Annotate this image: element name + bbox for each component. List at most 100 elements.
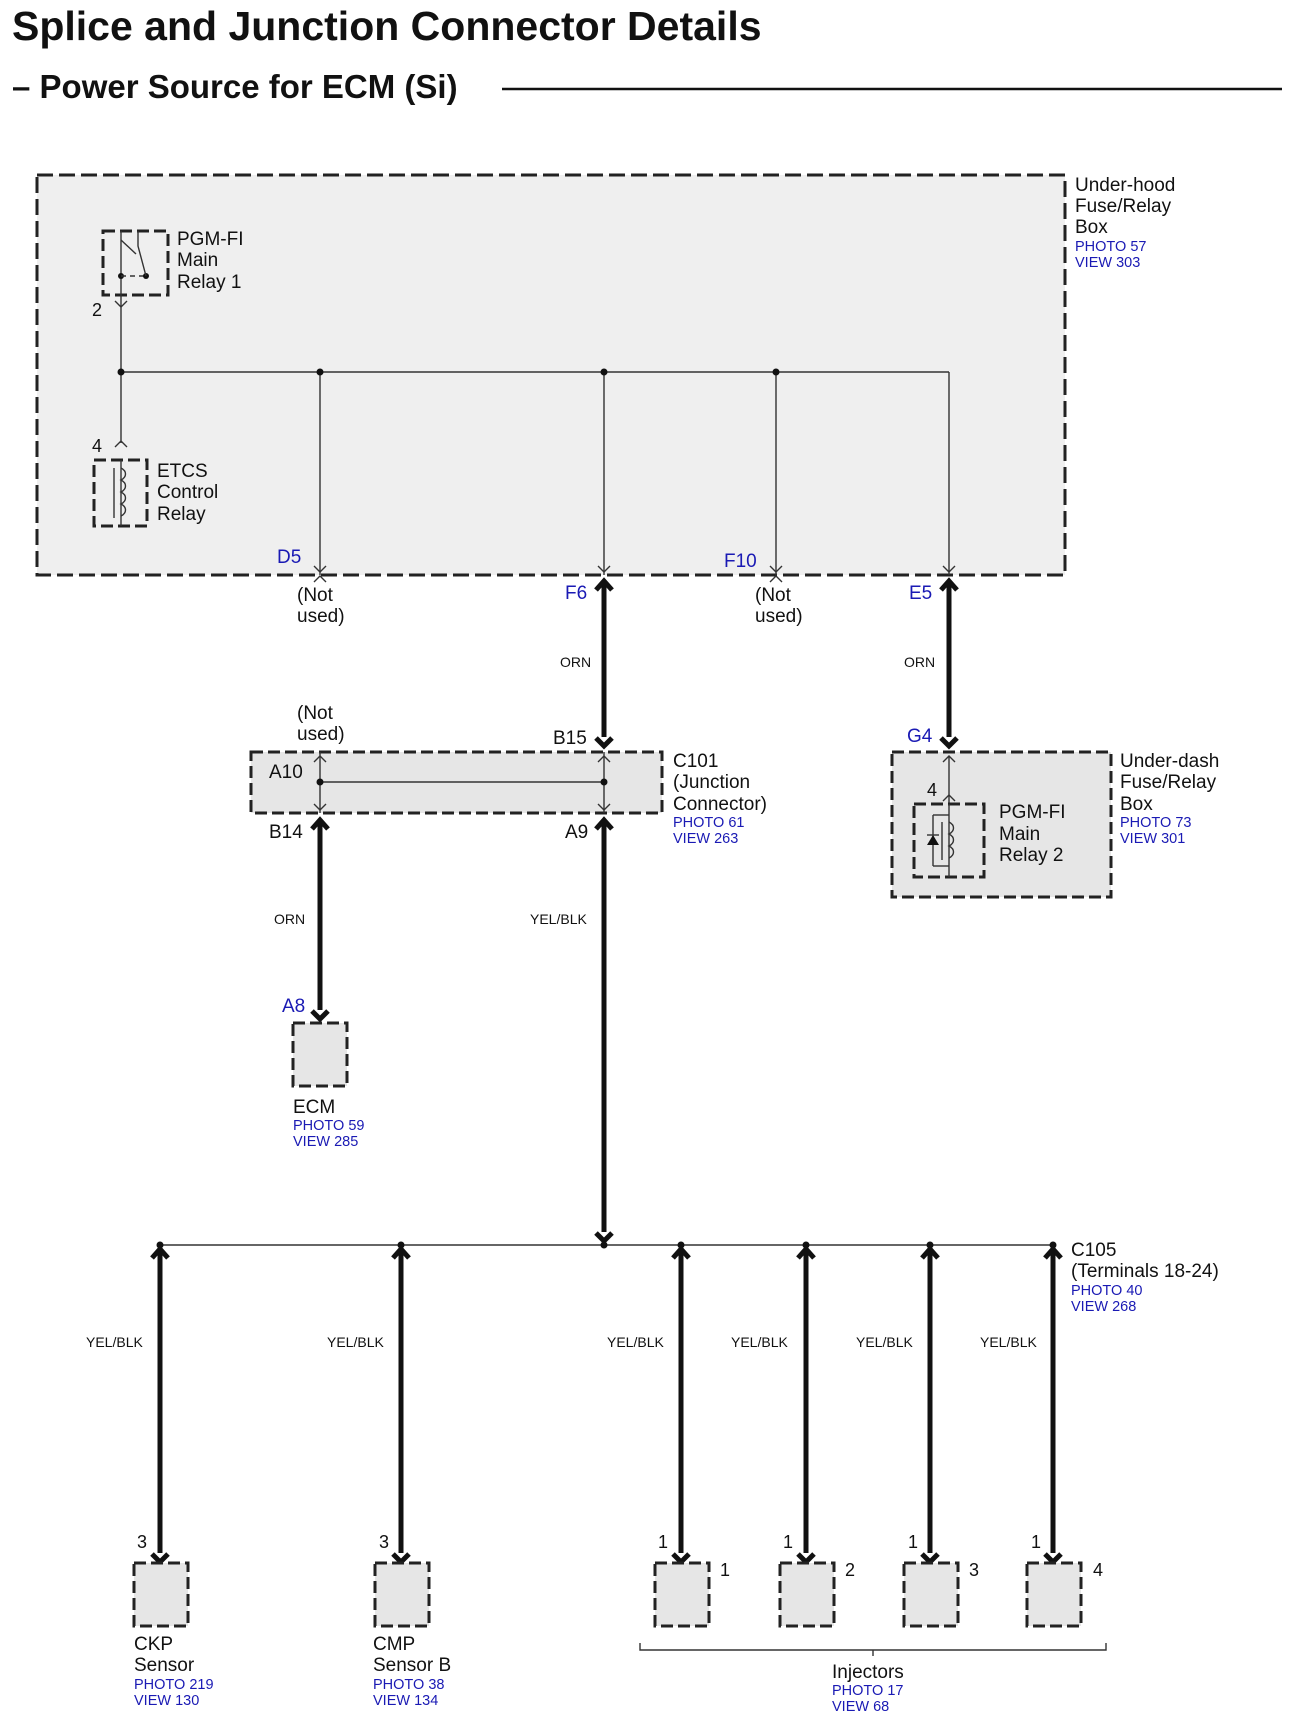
c105-view-link[interactable]: VIEW 268 [1071, 1299, 1136, 1315]
svg-text:used): used) [297, 606, 345, 627]
e5-terminal [939, 577, 959, 592]
ckp-sensor-label: CKP Sensor PHOTO 219 VIEW 130 [134, 1634, 214, 1709]
branch-injector-2 [796, 1245, 816, 1566]
main-relay-1-label: PGM-FI Main Relay 1 [177, 229, 244, 293]
underhood-box-label: Under-hood Fuse/Relay Box PHOTO 57 VIEW … [1075, 175, 1175, 271]
injectors-label: Injectors PHOTO 17 VIEW 68 [832, 1662, 904, 1715]
wire-color-b14-a8: ORN [274, 911, 305, 927]
cmp-sensor-connector [373, 1561, 431, 1628]
c101-view-link[interactable]: VIEW 263 [673, 831, 738, 847]
svg-text:(Not: (Not [297, 703, 334, 724]
pin-g4: G4 [907, 726, 933, 747]
svg-text:Connector): Connector) [673, 794, 767, 815]
injectors-view-link[interactable]: VIEW 68 [832, 1699, 889, 1715]
pin-e5: E5 [909, 583, 932, 604]
injectors-photo-link[interactable]: PHOTO 17 [832, 1683, 903, 1699]
svg-text:Control: Control [157, 482, 218, 503]
injector-3-connector [902, 1561, 960, 1628]
svg-text:Under-hood: Under-hood [1075, 175, 1175, 196]
ecm-label: ECM PHOTO 59 VIEW 285 [293, 1097, 364, 1150]
ecm-connector [291, 1021, 349, 1088]
injector-2-connector [778, 1561, 836, 1628]
pin-b14: B14 [269, 822, 303, 843]
underhood-fuse-relay-box [35, 173, 1067, 577]
svg-text:Main: Main [177, 250, 218, 271]
cmp-photo-link[interactable]: PHOTO 38 [373, 1677, 444, 1693]
injector-3-pin: 1 [908, 1532, 918, 1552]
cmp-pin: 3 [379, 1532, 389, 1552]
pin-f6: F6 [565, 583, 587, 604]
svg-text:Relay 1: Relay 1 [177, 272, 241, 293]
f10-open-terminal [769, 575, 783, 583]
underdash-photo-link[interactable]: PHOTO 73 [1120, 815, 1191, 831]
branch-ckp [150, 1245, 170, 1566]
ckp-photo-link[interactable]: PHOTO 219 [134, 1677, 214, 1693]
svg-text:CKP: CKP [134, 1634, 173, 1655]
b14-inner-terminal [313, 803, 327, 811]
g4-terminal [939, 736, 959, 750]
svg-text:Fuse/Relay: Fuse/Relay [1075, 196, 1172, 217]
wire-color-cmp: YEL/BLK [327, 1334, 384, 1350]
wire-color-injector-4: YEL/BLK [980, 1334, 1037, 1350]
injector-4-connector [1025, 1561, 1083, 1628]
underdash-box-label: Under-dash Fuse/Relay Box PHOTO 73 VIEW … [1120, 751, 1219, 847]
wire-color-injector-3: YEL/BLK [856, 1334, 913, 1350]
b15-inner-terminal [597, 755, 611, 763]
b14-terminal [310, 816, 330, 831]
c101-splice-dot-right [600, 778, 608, 786]
etcs-relay-pin: 4 [92, 436, 102, 456]
d5-not-used-label: (Not used) [297, 585, 345, 627]
injector-4-number: 4 [1093, 1560, 1103, 1580]
main-relay-2-label: PGM-FI Main Relay 2 [999, 802, 1066, 866]
wire-color-e5-g4: ORN [904, 654, 935, 670]
pin-a8: A8 [282, 996, 305, 1017]
a8-terminal [310, 1009, 330, 1023]
wire-color-a9-c105: YEL/BLK [530, 911, 587, 927]
c105-photo-link[interactable]: PHOTO 40 [1071, 1283, 1142, 1299]
bus-splice-dots [117, 368, 780, 376]
svg-text:Box: Box [1075, 217, 1108, 238]
branch-cmp [391, 1245, 411, 1566]
underdash-fuse-relay-box [890, 750, 1113, 899]
underhood-photo-link[interactable]: PHOTO 57 [1075, 239, 1146, 255]
a9-terminal [594, 816, 614, 831]
a10-terminal [313, 755, 327, 763]
svg-text:Box: Box [1120, 794, 1153, 815]
injector-4-pin: 1 [1031, 1532, 1041, 1552]
svg-text:(Junction: (Junction [673, 772, 750, 793]
pin-d5: D5 [277, 547, 301, 568]
cmp-sensor-label: CMP Sensor B PHOTO 38 VIEW 134 [373, 1634, 451, 1709]
wire-color-injector-2: YEL/BLK [731, 1334, 788, 1350]
injector-2-pin: 1 [783, 1532, 793, 1552]
main-relay-2-pin: 4 [927, 780, 937, 800]
c101-photo-link[interactable]: PHOTO 61 [673, 815, 744, 831]
injectors-bracket [639, 1643, 1107, 1651]
c105-label: C105 (Terminals 18-24) PHOTO 40 VIEW 268 [1071, 1240, 1219, 1315]
svg-text:Sensor B: Sensor B [373, 1655, 451, 1676]
main-relay-1-symbol [101, 229, 170, 297]
box-pin-arrows [313, 565, 956, 573]
cmp-view-link[interactable]: VIEW 134 [373, 1693, 438, 1709]
underdash-view-link[interactable]: VIEW 301 [1120, 831, 1185, 847]
ckp-pin: 3 [137, 1532, 147, 1552]
c105-input-terminal [594, 1231, 614, 1245]
a9-inner-terminal [597, 803, 611, 811]
ecm-photo-link[interactable]: PHOTO 59 [293, 1118, 364, 1134]
svg-text:Fuse/Relay: Fuse/Relay [1120, 772, 1217, 793]
pin-a10: A10 [269, 762, 303, 783]
wire-color-injector-1: YEL/BLK [607, 1334, 664, 1350]
svg-text:Main: Main [999, 824, 1040, 845]
injector-2-number: 2 [845, 1560, 855, 1580]
ecm-view-link[interactable]: VIEW 285 [293, 1134, 358, 1150]
svg-text:Sensor: Sensor [134, 1655, 195, 1676]
svg-text:CMP: CMP [373, 1634, 415, 1655]
c105-splice-dots [156, 1241, 1057, 1249]
etcs-relay-label: ETCS Control Relay [157, 461, 218, 525]
ckp-view-link[interactable]: VIEW 130 [134, 1693, 199, 1709]
c101-label: C101 (Junction Connector) PHOTO 61 VIEW … [673, 751, 767, 847]
svg-text:used): used) [755, 606, 803, 627]
injector-1-pin: 1 [658, 1532, 668, 1552]
relay1-pin-arrow [114, 300, 128, 308]
underhood-view-link[interactable]: VIEW 303 [1075, 255, 1140, 271]
